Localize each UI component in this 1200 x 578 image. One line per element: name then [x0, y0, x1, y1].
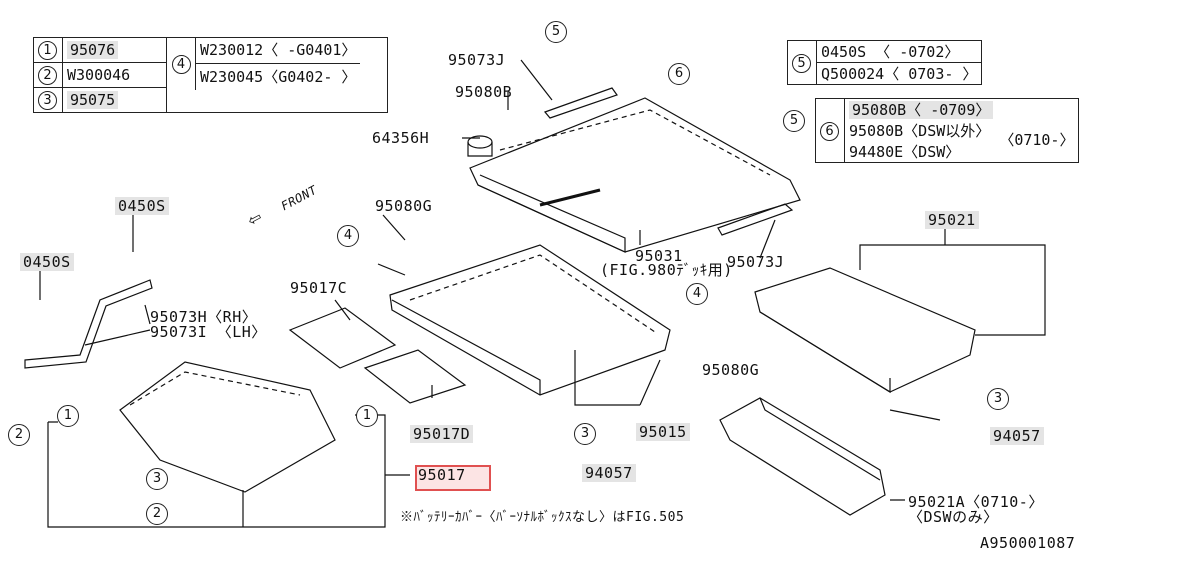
rail-95021A: [719, 397, 886, 516]
parts-table-5: 5 0450S 〈 -0702〉 Q500024〈 0703- 〉: [787, 40, 983, 85]
table-row: 6 95080B〈 -0709〉: [815, 98, 1080, 163]
callout-number: 6: [820, 121, 839, 141]
label-95017C: 95017C: [290, 279, 348, 297]
callout-1-right: 1: [356, 405, 378, 427]
label-95021: 95021: [925, 211, 979, 229]
table-row: 95080B〈DSW以外〉 〈0710-〉: [816, 120, 1080, 149]
callout-number: 2: [38, 66, 57, 85]
label-0450S-b: 0450S: [20, 253, 74, 271]
table-row: 94480E〈DSW〉: [816, 141, 1080, 163]
footnote: ※ﾊﾞｯﾃﾘｰｶﾊﾞｰ〈ﾊﾞｰｿﾅﾙﾎﾞｯｸｽなし〉はFIG.505: [400, 510, 685, 525]
callout-3-bottom: 3: [146, 468, 168, 490]
callout-2-left: 2: [8, 424, 30, 446]
label-95073I: 95073I 〈LH〉: [150, 323, 267, 341]
part-number: 95080B〈DSW以外〉: [849, 122, 991, 140]
mat-95017C: [288, 307, 397, 369]
part-number: W230045〈G0402- 〉: [200, 68, 357, 86]
label-95073H: 95073H〈RH〉: [150, 308, 258, 326]
bracket-95073J-right: [717, 203, 794, 236]
callout-3-right: 3: [987, 388, 1009, 410]
cover-95021: [754, 267, 976, 393]
label-94057-b: 94057: [990, 427, 1044, 445]
table-row: 1 95076 4 W230012〈 -G0401〉 W230045〈G0402…: [33, 37, 388, 113]
label-95031-note: (FIG.980ﾃﾞｯｷ用): [600, 261, 733, 279]
table-row: 3 95075: [33, 87, 388, 113]
callout-5-right: 5: [783, 110, 805, 132]
part-number: W300046: [62, 62, 167, 88]
diagram-id: A950001087: [980, 534, 1076, 552]
floor-panel-95031: [469, 97, 801, 253]
table-row: 5 0450S 〈 -0702〉: [787, 40, 983, 85]
parts-table-6: 6 95080B〈 -0709〉 95080B〈DSW以外〉 〈0710-〉 9…: [815, 98, 1080, 163]
part-number: W230012〈 -G0401〉: [196, 38, 361, 64]
callout-2-bottom: 2: [146, 503, 168, 525]
range-text: 〈0710-〉: [999, 131, 1075, 149]
callout-1-left: 1: [57, 405, 79, 427]
callout-5-top: 5: [545, 21, 567, 43]
label-95021A-note: 〈DSWのみ〉: [908, 508, 999, 526]
callout-3-center: 3: [574, 423, 596, 445]
label-0450S-a: 0450S: [115, 197, 169, 215]
callout-number: 3: [38, 91, 57, 110]
label-95031: 95031: [635, 247, 683, 265]
part-number: Q500024〈 0703- 〉: [815, 62, 983, 85]
mat-95017D: [363, 349, 467, 404]
table-row: Q500024〈 0703- 〉: [788, 62, 983, 85]
highlight-box: [415, 465, 491, 491]
label-95017: 95017: [418, 466, 466, 484]
callout-number: 1: [38, 41, 57, 60]
label-95073J-right: 95073J: [727, 253, 785, 271]
callout-4-right: 4: [686, 283, 708, 305]
parts-table-left: 1 95076 4 W230012〈 -G0401〉 W230045〈G0402…: [33, 37, 388, 113]
label-95017D: 95017D: [410, 425, 474, 443]
part-number: 95076: [67, 41, 119, 59]
part-number: 95080B〈 -0709〉: [849, 101, 994, 119]
tray-95015: [389, 244, 671, 396]
bracket-95073J-top: [543, 87, 618, 119]
table-row: 2 W300046: [33, 62, 388, 88]
label-94057-a: 94057: [582, 464, 636, 482]
callout-6-top: 6: [668, 63, 690, 85]
callout-number: 4: [171, 54, 191, 74]
label-95021A: 95021A〈0710-〉: [908, 493, 1044, 511]
label-95080G-top: 95080G: [375, 197, 433, 215]
part-number: 0450S 〈 -0702〉: [815, 40, 983, 63]
part-number: 94480E〈DSW〉: [843, 141, 1080, 163]
callout-4-top: 4: [337, 225, 359, 247]
label-95015: 95015: [636, 423, 690, 441]
callout-number: 5: [792, 53, 811, 73]
label-64356H: 64356H: [372, 129, 430, 147]
label-95080G-right: 95080G: [702, 361, 760, 379]
part-number: 95075: [67, 91, 119, 109]
label-95073J-top: 95073J: [448, 51, 506, 69]
label-95080B: 95080B: [455, 83, 513, 101]
cover-95017: [119, 361, 336, 493]
bar-95073H: [24, 279, 153, 369]
